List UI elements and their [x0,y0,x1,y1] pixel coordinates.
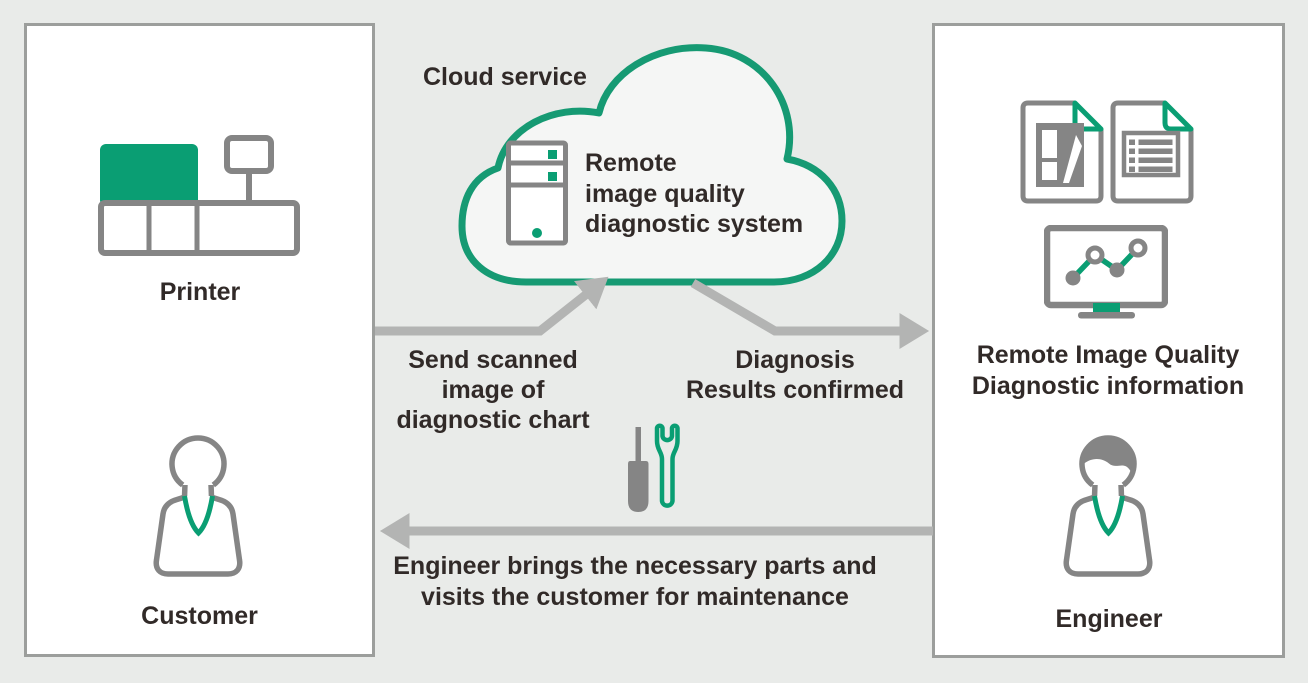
send-caption-line3: diagnostic chart [396,406,590,434]
engineer-label: Engineer [1055,605,1163,633]
wrench-icon [654,423,680,508]
visit-caption-line2: visits the customer for maintenance [421,583,849,611]
send-caption: Send scanned image of diagnostic chart [377,345,609,435]
send-arrow-icon [375,276,609,336]
cloud-service-label: Cloud service [423,63,587,91]
cloud-system-label: Remote image quality diagnostic system [585,148,803,240]
cloud-system-line1: Remote [585,149,677,177]
printer-label: Printer [159,278,241,306]
diagnostic-info-line2: Diagnostic information [971,372,1245,400]
printer-icon [98,135,300,256]
monitor-chart-icon [1044,225,1168,319]
screwdriver-icon [628,427,649,512]
engineer-hair [1083,438,1133,471]
document-report-icon [1110,100,1194,204]
customer-icon [153,435,243,577]
customer-label: Customer [141,602,258,630]
diagnostic-info-label: Remote Image Quality Diagnostic informat… [960,340,1256,402]
send-caption-line2: image of [441,376,545,404]
cloud-system-line3: diagnostic system [585,210,804,238]
send-caption-line1: Send scanned [408,346,578,374]
visit-caption: Engineer brings the necessary parts and … [345,551,925,613]
cloud-system-line2: image quality [585,179,745,208]
diagnosis-arrow-icon [690,279,930,349]
diagnosis-caption-line2: Results confirmed [685,376,905,404]
engineer-icon [1063,435,1153,577]
diagnosis-caption-line1: Diagnosis [735,346,855,374]
document-layout-icon [1020,100,1104,204]
diagnostic-info-line1: Remote Image Quality [976,341,1240,369]
diagnosis-caption: Diagnosis Results confirmed [665,345,925,405]
server-icon [506,140,568,246]
visit-caption-line1: Engineer brings the necessary parts and [393,552,877,580]
